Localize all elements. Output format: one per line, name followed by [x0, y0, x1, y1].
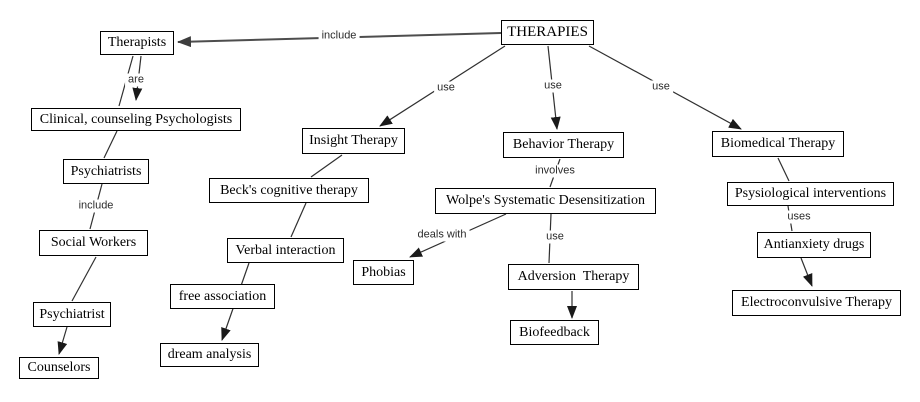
node-insight-therapy[interactable]: Insight Therapy: [302, 128, 405, 154]
link-label-include-top[interactable]: include: [318, 29, 360, 43]
node-behavior-therapy[interactable]: Behavior Therapy: [503, 132, 624, 158]
link-label-use-insight[interactable]: use: [434, 81, 458, 95]
link-label-include-left[interactable]: include: [75, 199, 117, 213]
node-phobias[interactable]: Phobias: [353, 260, 414, 285]
node-psysiological-interventions[interactable]: Psysiological interventions: [727, 182, 894, 206]
node-biomedical-therapy[interactable]: Biomedical Therapy: [712, 131, 844, 157]
node-biofeedback[interactable]: Biofeedback: [510, 320, 599, 345]
link-label-uses[interactable]: uses: [784, 210, 814, 224]
link-label-are[interactable]: are: [125, 73, 147, 87]
link-label-deals-with[interactable]: deals with: [414, 228, 470, 242]
link-label-use-biomedical[interactable]: use: [649, 80, 673, 94]
node-psychiatrist[interactable]: Psychiatrist: [33, 302, 111, 327]
link-label-involves[interactable]: involves: [532, 164, 578, 178]
node-free-association[interactable]: free association: [170, 284, 275, 309]
node-electroconvulsive-therapy[interactable]: Electroconvulsive Therapy: [732, 290, 901, 316]
node-clinical-counseling-psychologists[interactable]: Clinical, counseling Psychologists: [31, 108, 241, 131]
node-counselors[interactable]: Counselors: [19, 357, 99, 379]
link-label-use-behavior[interactable]: use: [541, 79, 565, 93]
node-verbal-interaction[interactable]: Verbal interaction: [227, 238, 344, 263]
node-therapists[interactable]: Therapists: [100, 31, 174, 55]
node-social-workers[interactable]: Social Workers: [39, 230, 148, 256]
node-adversion-therapy[interactable]: Adversion Therapy: [508, 264, 639, 290]
node-dream-analysis[interactable]: dream analysis: [160, 343, 259, 367]
node-therapies[interactable]: THERAPIES: [501, 20, 594, 45]
link-label-use-adversion[interactable]: use: [543, 230, 567, 244]
node-wolpes-systematic-desensitization[interactable]: Wolpe's Systematic Desensitization: [435, 188, 656, 214]
node-psychiatrists[interactable]: Psychiatrists: [63, 159, 149, 184]
node-becks-cognitive-therapy[interactable]: Beck's cognitive therapy: [209, 178, 369, 203]
node-antianxiety-drugs[interactable]: Antianxiety drugs: [757, 232, 871, 258]
